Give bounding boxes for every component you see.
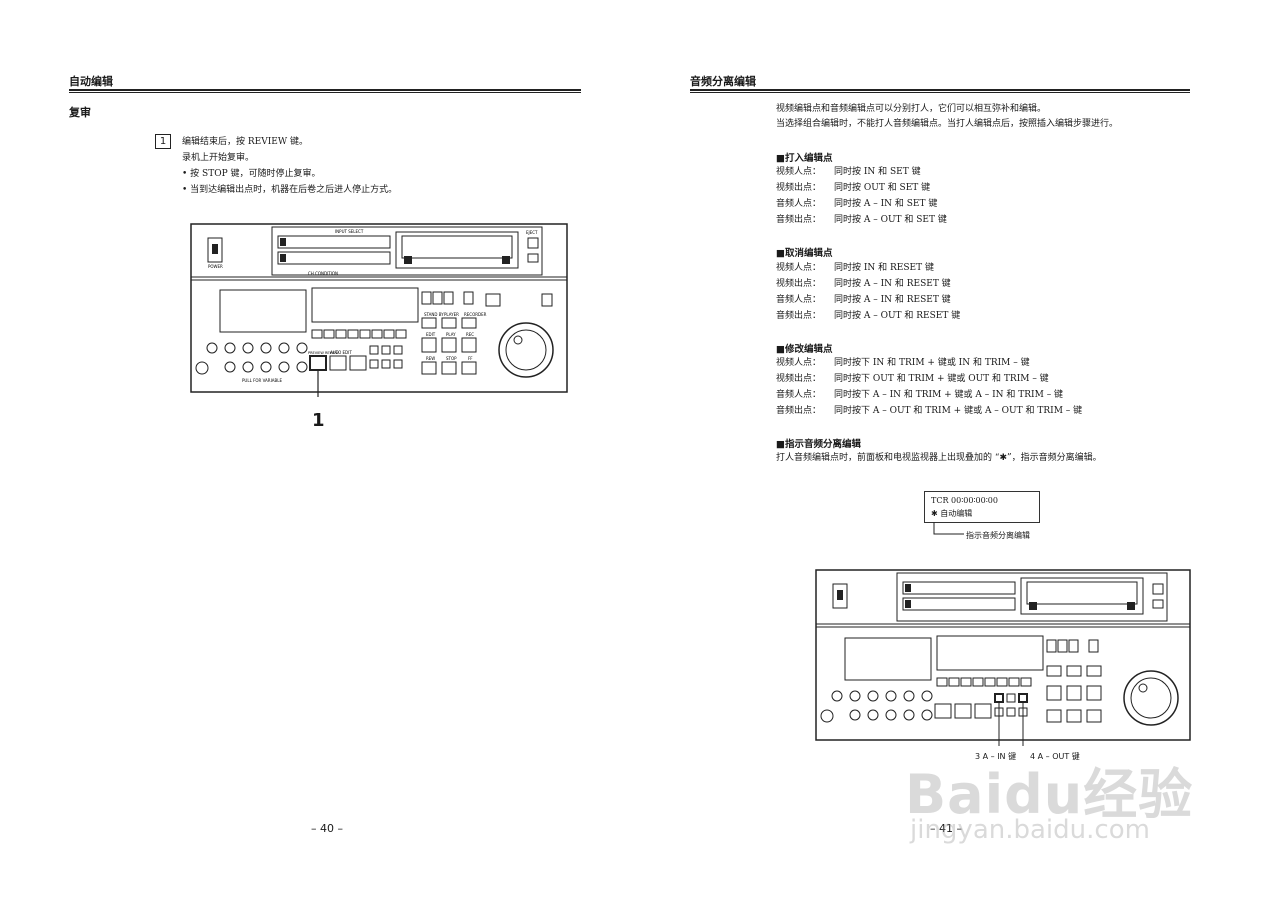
play-label: PLAY [446, 332, 456, 337]
vtr-front-panel-illustration-right [815, 569, 1191, 746]
set-row-1: 视频人点：同时按 IN 和 SET 键 [776, 167, 921, 177]
left-page-header: 自动编辑 [69, 75, 113, 88]
modify-row-3: 音频人点：同时按下 A – IN 和 TRIM + 键或 A – IN 和 TR… [776, 390, 1064, 400]
modify-row-2: 视频出点：同时按下 OUT 和 TRIM + 键或 OUT 和 TRIM – 键 [776, 374, 1049, 384]
step-line-3: • 按 STOP 键，可随时停止复审。 [182, 169, 321, 179]
monitor-caption-leader [933, 522, 964, 535]
set-row-4: 音频出点：同时按 A – OUT 和 SET 键 [776, 215, 947, 225]
step-line-4: • 当到达编辑出点时，机器在后卷之后进人停止方式。 [182, 185, 398, 195]
section-title-modify-points: ■修改编辑点 [776, 344, 833, 355]
cancel-row-4: 音频出点：同时按 A – OUT 和 RESET 键 [776, 311, 961, 321]
cancel-row-3: 音频人点：同时按 A – IN 和 RESET 键 [776, 295, 951, 305]
intro-line-2: 当选择组合编辑时，不能打人音频编辑点。当打人编辑点后，按照插入编辑步骤进行。 [776, 119, 1119, 129]
set-row-2: 视频出点：同时按 OUT 和 SET 键 [776, 183, 931, 193]
right-page-header: 音频分离编辑 [690, 75, 756, 88]
step-line-1: 编辑结束后，按 REVIEW 键。 [182, 137, 308, 147]
stand-by-label: STAND BY [424, 312, 444, 317]
baidu-watermark-logo: Baidu经验 [905, 763, 1194, 826]
modify-row-4: 音频出点：同时按下 A – OUT 和 TRIM + 键或 A – OUT 和 … [776, 406, 1083, 416]
callout-a-in: 3 A – IN 键 [975, 752, 1017, 761]
vtr-front-panel-illustration-left: POWER INPUT SELECT EJECT CH CONDITION PU… [190, 223, 568, 397]
right-header-rule [690, 89, 1190, 93]
auto-edit-label: AUTO EDIT [330, 350, 352, 355]
cancel-row-1: 视频人点：同时按 IN 和 RESET 键 [776, 263, 934, 273]
set-row-3: 音频人点：同时按 A – IN 和 SET 键 [776, 199, 938, 209]
power-label: POWER [208, 264, 223, 269]
edit-label: EDIT [426, 332, 436, 337]
section-title-indicate: ■指示音频分离编辑 [776, 439, 861, 450]
step-number-box: 1 [155, 134, 171, 149]
baidu-watermark-url: jingyan.baidu.com [910, 815, 1150, 845]
ff-label: FF [468, 356, 473, 361]
preview-review-label: PREVIEW REVIEW [308, 351, 339, 355]
rec-label: REC [466, 332, 474, 337]
section-title-set-points: ■打入编辑点 [776, 153, 833, 164]
monitor-caption: 指示音频分离编辑 [966, 531, 1030, 540]
left-header-rule [69, 89, 581, 93]
callout-a-out: 4 A – OUT 键 [1030, 752, 1080, 761]
monitor-auto-edit: ✱ 自动编辑 [931, 509, 973, 518]
recorder-label: RECORDER [464, 312, 487, 317]
ch-condition-label: CH CONDITION [308, 271, 338, 276]
right-page-number: – 41 – [930, 822, 962, 835]
intro-line-1: 视频编辑点和音频编辑点可以分别打人，它们可以相互弥补和编辑。 [776, 104, 1047, 114]
monitor-overlay-box: TCR 00∶00∶00∶00 ✱ 自动编辑 [924, 491, 1040, 523]
rew-label: REW [426, 356, 435, 361]
eject-label: EJECT [526, 230, 538, 235]
modify-row-1: 视频人点：同时按下 IN 和 TRIM + 键或 IN 和 TRIM – 键 [776, 358, 1030, 368]
indicate-text: 打人音频编辑点时，前面板和电视监视器上出现叠加的 “✱”，指示音频分离编辑。 [776, 453, 1102, 463]
callout-review-button: 1 [312, 410, 325, 431]
monitor-timecode: TCR 00∶00∶00∶00 [931, 496, 998, 505]
input-select-label: INPUT SELECT [335, 229, 364, 234]
section-title-cancel-points: ■取消编辑点 [776, 248, 833, 259]
cancel-row-2: 视频出点：同时按 A – IN 和 RESET 键 [776, 279, 951, 289]
step-line-2: 录机上开始复审。 [182, 153, 255, 163]
player-label: PLAYER [444, 312, 459, 317]
stop-label: STOP [446, 356, 457, 361]
left-section-title: 复审 [69, 106, 91, 119]
pull-variable-label: PULL FOR VARIABLE [242, 378, 282, 383]
left-page-number: – 40 – [311, 822, 343, 835]
